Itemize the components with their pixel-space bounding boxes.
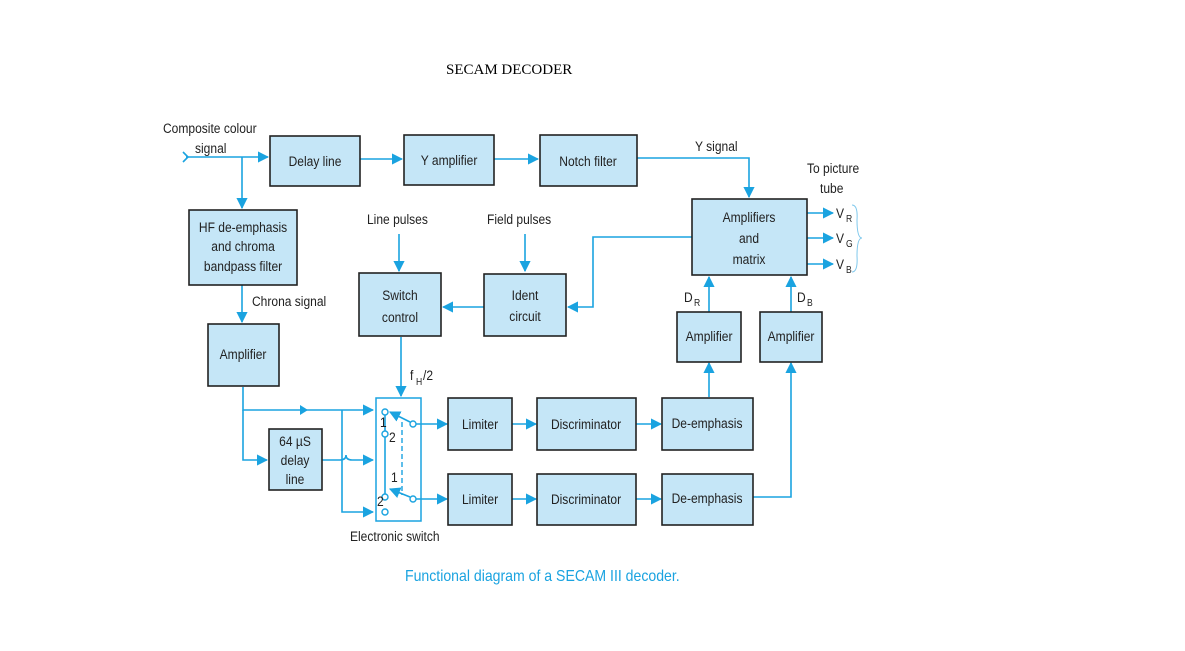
block-label: Delay line bbox=[289, 153, 342, 169]
label-vr: V R bbox=[836, 205, 852, 224]
block-label: Y amplifier bbox=[421, 152, 478, 168]
block-label: Amplifier bbox=[768, 328, 815, 344]
block-amplifiers-matrix: Amplifiers and matrix bbox=[691, 198, 808, 276]
label-chroma-signal: Chrona signal bbox=[252, 293, 326, 309]
switch-pos-1a: 1 bbox=[380, 414, 387, 430]
figure-caption: Functional diagram of a SECAM III decode… bbox=[405, 568, 680, 585]
wire-notch-to-matrix bbox=[637, 157, 755, 199]
block-discriminator-2: Discriminator bbox=[536, 473, 637, 526]
label-composite-colour: Composite colour bbox=[163, 120, 257, 136]
label-line-pulses: Line pulses bbox=[367, 211, 428, 227]
label-fh2: f H /2 bbox=[410, 367, 433, 387]
block-label: Ident bbox=[512, 287, 539, 303]
label-field-pulses: Field pulses bbox=[487, 211, 552, 227]
block-limiter-2: Limiter bbox=[447, 473, 513, 526]
block-label: Discriminator bbox=[551, 491, 622, 507]
block-amplifier-db: Amplifier bbox=[759, 311, 823, 363]
block-amplifier-dr: Amplifier bbox=[676, 311, 742, 363]
label-electronic-switch: Electronic switch bbox=[350, 528, 440, 544]
fh2-f: f bbox=[410, 367, 414, 383]
wire-amp-direct bbox=[242, 387, 375, 416]
block-label: Amplifiers bbox=[723, 209, 776, 225]
block-label: Limiter bbox=[462, 491, 499, 507]
block-label: circuit bbox=[509, 308, 541, 324]
block-label: Amplifier bbox=[686, 328, 733, 344]
block-label: HF de-emphasis bbox=[199, 219, 288, 235]
wire-matrix-to-ident bbox=[566, 236, 692, 313]
block-deemphasis-2: De-emphasis bbox=[661, 473, 754, 526]
switch-pos-2a: 2 bbox=[389, 429, 396, 445]
block-delay-line: Delay line bbox=[269, 135, 361, 187]
block-label: De-emphasis bbox=[672, 415, 743, 431]
db-d: D bbox=[797, 289, 806, 305]
label-composite-signal: signal bbox=[195, 140, 227, 156]
fh2-subscript: H bbox=[416, 376, 422, 387]
vr-subscript: R bbox=[846, 213, 852, 224]
block-amplifier-chroma: Amplifier bbox=[207, 323, 280, 387]
electronic-switch: 1 2 1 2 bbox=[375, 397, 422, 522]
vg-subscript: G bbox=[846, 238, 853, 249]
block-notch-filter: Notch filter bbox=[539, 134, 638, 187]
block-deemphasis-1: De-emphasis bbox=[661, 397, 754, 451]
switch-pos-1b: 1 bbox=[391, 469, 398, 485]
label-y-signal: Y signal bbox=[695, 138, 738, 154]
wire-deemph2-to-ampdb bbox=[753, 361, 797, 498]
page-title: SECAM DECODER bbox=[446, 62, 573, 78]
label-vg: V G bbox=[836, 230, 853, 249]
vg-v: V bbox=[836, 230, 844, 246]
block-64us-delay-line: 64 µS delay line bbox=[268, 428, 323, 491]
signal-labels: Composite colour signal Y signal To pict… bbox=[163, 120, 859, 544]
output-brace bbox=[851, 204, 863, 273]
label-tube: tube bbox=[820, 180, 843, 196]
block-hf-deemphasis-filter: HF de-emphasis and chroma bandpass filte… bbox=[188, 209, 298, 286]
switch-pos-2b: 2 bbox=[377, 493, 384, 509]
block-label: and chroma bbox=[211, 238, 275, 254]
block-label: control bbox=[382, 309, 418, 325]
block-switch-control: Switch control bbox=[358, 272, 442, 337]
block-limiter-1: Limiter bbox=[447, 397, 513, 451]
vb-subscript: B bbox=[846, 264, 852, 275]
vr-v: V bbox=[836, 205, 844, 221]
label-vb: V B bbox=[836, 256, 852, 275]
block-label: 64 µS bbox=[279, 433, 311, 449]
label-db: D B bbox=[797, 289, 813, 308]
blocks: Delay line Y amplifier Notch filter HF d… bbox=[188, 134, 823, 526]
block-label: Discriminator bbox=[551, 416, 622, 432]
electronic-switch-frame bbox=[375, 397, 422, 522]
block-label: line bbox=[286, 471, 305, 487]
db-subscript: B bbox=[807, 297, 813, 308]
vb-v: V bbox=[836, 256, 844, 272]
block-label: Notch filter bbox=[559, 153, 617, 169]
block-label: Amplifier bbox=[220, 346, 267, 362]
dr-subscript: R bbox=[694, 297, 700, 308]
block-label: and bbox=[739, 230, 759, 246]
block-label: De-emphasis bbox=[672, 490, 743, 506]
connectors bbox=[182, 151, 863, 518]
wire-amp-to-64delay bbox=[242, 410, 269, 466]
dr-d: D bbox=[684, 289, 693, 305]
label-to-picture: To picture bbox=[807, 160, 859, 176]
block-discriminator-1: Discriminator bbox=[536, 397, 637, 451]
block-label: matrix bbox=[733, 251, 766, 267]
wire-crossover bbox=[339, 454, 353, 461]
block-ident-circuit: Ident circuit bbox=[483, 273, 567, 337]
block-label: bandpass filter bbox=[204, 258, 283, 274]
block-y-amplifier: Y amplifier bbox=[403, 134, 495, 186]
fh2-tail: /2 bbox=[423, 367, 433, 383]
block-label: Limiter bbox=[462, 416, 499, 432]
block-label: delay bbox=[281, 452, 310, 468]
block-label: Switch bbox=[382, 287, 417, 303]
wire-direct-to-switch2 bbox=[341, 410, 375, 518]
label-dr: D R bbox=[684, 289, 700, 308]
